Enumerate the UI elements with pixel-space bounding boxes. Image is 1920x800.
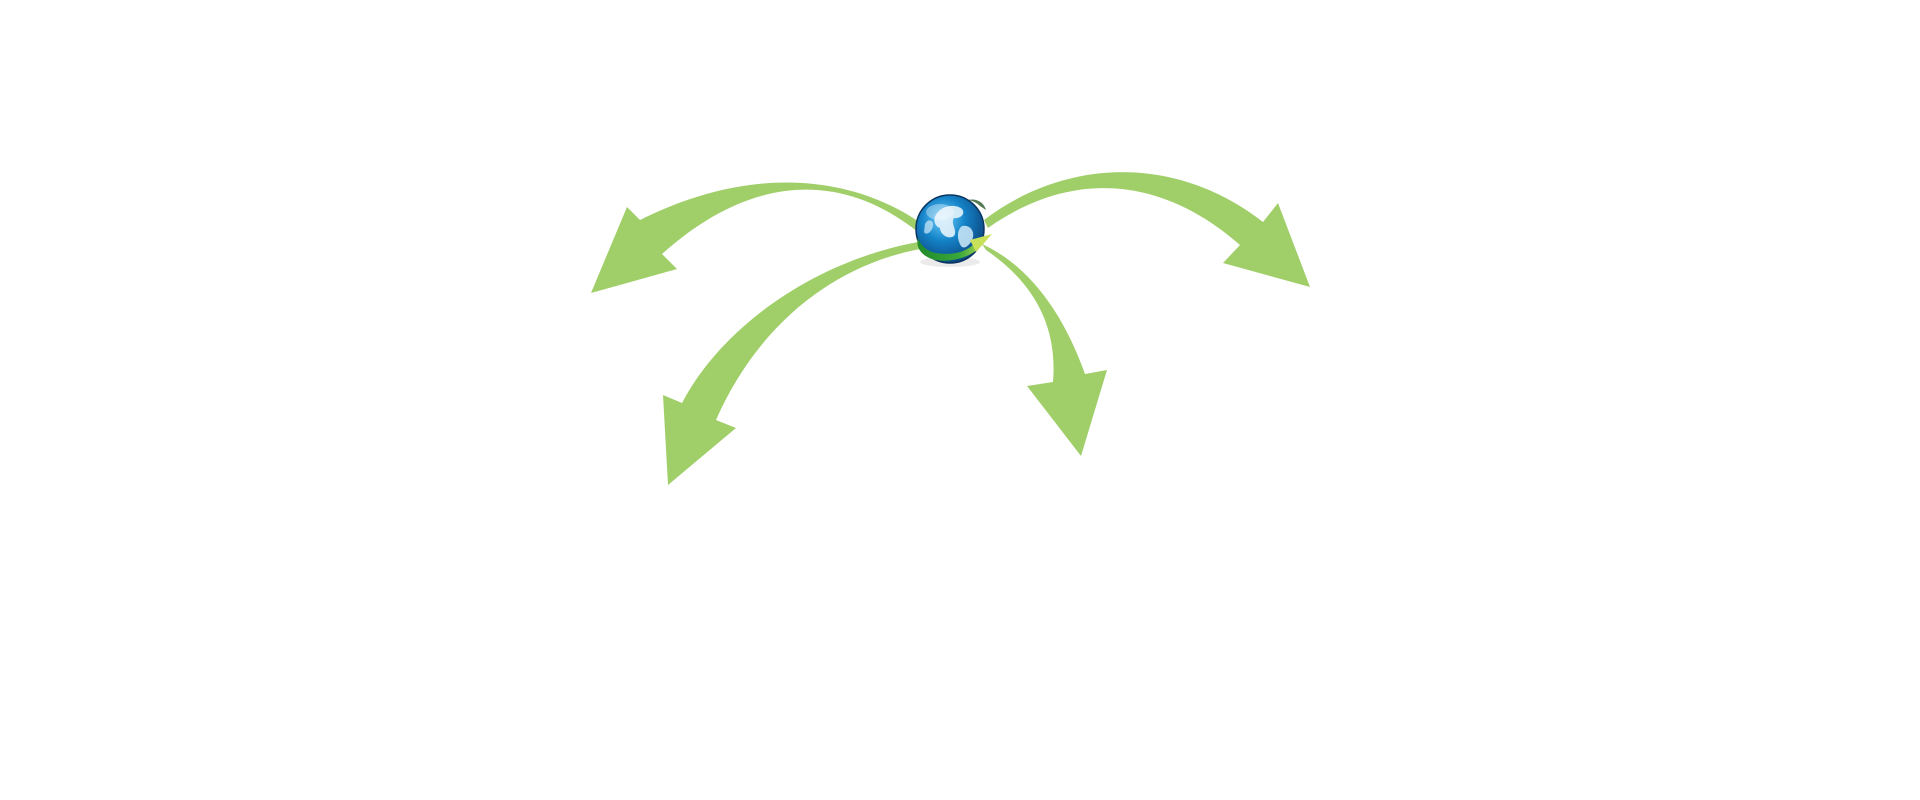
globe-continent-africa xyxy=(957,225,974,248)
globe-highlight xyxy=(926,204,954,220)
arrow-lower-left xyxy=(663,242,926,485)
arrow-upper-right xyxy=(984,172,1310,287)
globe-swoosh-arrowhead xyxy=(970,234,992,252)
arrow-lower-right xyxy=(982,244,1107,456)
globe-swoosh xyxy=(917,238,988,261)
globe-continent-europe xyxy=(934,205,964,238)
globe-continent-west xyxy=(924,220,934,234)
arrow-upper-left xyxy=(591,182,922,293)
globe-hub-icon xyxy=(915,194,992,267)
globe-swoosh-top xyxy=(968,199,986,210)
